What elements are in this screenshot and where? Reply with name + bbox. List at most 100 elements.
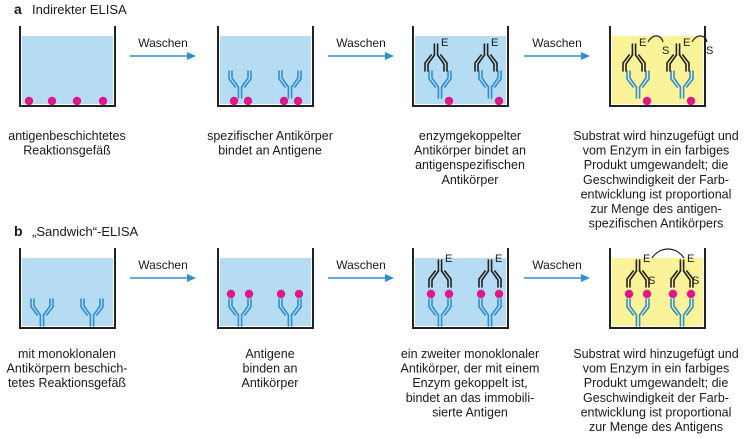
antibody-icon (622, 43, 646, 72)
antigen-dot (642, 96, 652, 106)
caption-line: mit monoklonalen (18, 347, 116, 361)
antigen-dot (47, 96, 57, 106)
waschen-label: Waschen (336, 36, 386, 50)
caption-line: entwicklung ist proportional (581, 405, 732, 419)
caption-line: zur Menge des Antigens (589, 420, 723, 434)
beaker-2 (217, 26, 314, 107)
panel-letter: a (14, 1, 22, 17)
wash-arrow-2: Waschen (328, 36, 394, 60)
wash-arrow-1: Waschen (130, 258, 196, 282)
antibody-icon (670, 259, 694, 288)
antigen-dot (98, 96, 108, 106)
waschen-label: Waschen (138, 258, 188, 272)
antigen-dot (686, 289, 696, 299)
caption-line: Antikörper, der mit einem (401, 362, 540, 376)
caption-line: binden an (243, 362, 298, 376)
caption-line: Antigene (245, 347, 294, 361)
antibody-icon (626, 259, 650, 288)
antigen-dot (444, 289, 454, 299)
antibody-icon (80, 298, 104, 327)
waschen-label: Waschen (532, 36, 582, 50)
enzyme-label: E (687, 253, 694, 265)
caption-line: tetes Reaktionsgefäß (8, 376, 126, 390)
caption-line: Reaktionsgefäß (23, 144, 111, 158)
antibody-icon (478, 259, 502, 288)
antibody-icon (670, 298, 694, 327)
antigen-dot (243, 96, 253, 106)
antigen-dot (668, 289, 678, 299)
panel-letter: b (14, 223, 23, 239)
enzyme-label: E (683, 37, 690, 49)
antigen-dot (279, 96, 289, 106)
caption-line: vom Enzym in ein farbiges (583, 362, 730, 376)
caption-line: spezifischer Antikörper (207, 129, 333, 143)
enzyme-label: E (639, 37, 646, 49)
antibody-icon (278, 298, 302, 327)
caption-line: spezifischen Antikörpers (589, 217, 724, 231)
wash-arrow-3: Waschen (524, 36, 590, 60)
antibody-icon (428, 298, 452, 327)
beaker-1 (19, 248, 116, 329)
caption-line: vom Enzym in ein farbiges (583, 144, 730, 158)
antibody-icon (424, 43, 448, 72)
antigen-dot (426, 289, 436, 299)
caption-line: bindet an Antigene (218, 144, 322, 158)
antigen-dot (686, 96, 696, 106)
antigen-dot (276, 289, 286, 299)
panel-title: Indirekter ELISA (32, 2, 127, 17)
caption-line: antigenspezifischen (415, 158, 525, 172)
caption-line: ein zweiter monoklonaler (401, 347, 539, 361)
antibody-icon (474, 43, 498, 72)
reaction-arrow (651, 248, 685, 259)
antibody-icon (228, 298, 252, 327)
reaction-arrow (691, 35, 708, 43)
antigen-dot (72, 96, 82, 106)
antigen-dot (494, 289, 504, 299)
antigen-dot (244, 289, 254, 299)
caption-line: Geschwindigkeit der Farb- (583, 173, 729, 187)
antibody-icon (478, 70, 502, 99)
caption-line: Geschwindigkeit der Farb- (583, 391, 729, 405)
waschen-label: Waschen (336, 258, 386, 272)
waschen-label: Waschen (532, 258, 582, 272)
enzyme-label: E (445, 253, 452, 265)
antibody-icon (428, 259, 452, 288)
caption-line: zur Menge des antigen- (590, 202, 721, 216)
substrate-label: S (706, 45, 713, 57)
antibody-icon (228, 70, 252, 99)
wash-arrow-1: Waschen (130, 36, 196, 60)
caption-line: Antikörper (442, 173, 499, 187)
antigen-dot (476, 289, 486, 299)
caption-line: Antikörper bindet an (414, 144, 526, 158)
reaction-arrow (647, 35, 664, 43)
antibody-icon (670, 70, 694, 99)
antigen-dot (294, 289, 304, 299)
antigen-dot (444, 96, 454, 106)
enzyme-label: E (441, 37, 448, 49)
caption-line: enzymgekoppelter (419, 129, 521, 143)
caption-line: Substrat wird hinzugefügt und (573, 129, 738, 143)
antigen-dot (226, 289, 236, 299)
waschen-label: Waschen (138, 36, 188, 50)
substrate-label: S (692, 275, 699, 287)
antigen-dot (494, 96, 504, 106)
enzyme-label: E (491, 37, 498, 49)
caption-line: Antikörpern beschich- (7, 362, 128, 376)
antibody-icon (626, 70, 650, 99)
antigen-dot (229, 96, 239, 106)
antibody-icon (30, 298, 54, 327)
enzyme-label: E (643, 253, 650, 265)
caption-line: sierte Antigen (432, 405, 508, 419)
